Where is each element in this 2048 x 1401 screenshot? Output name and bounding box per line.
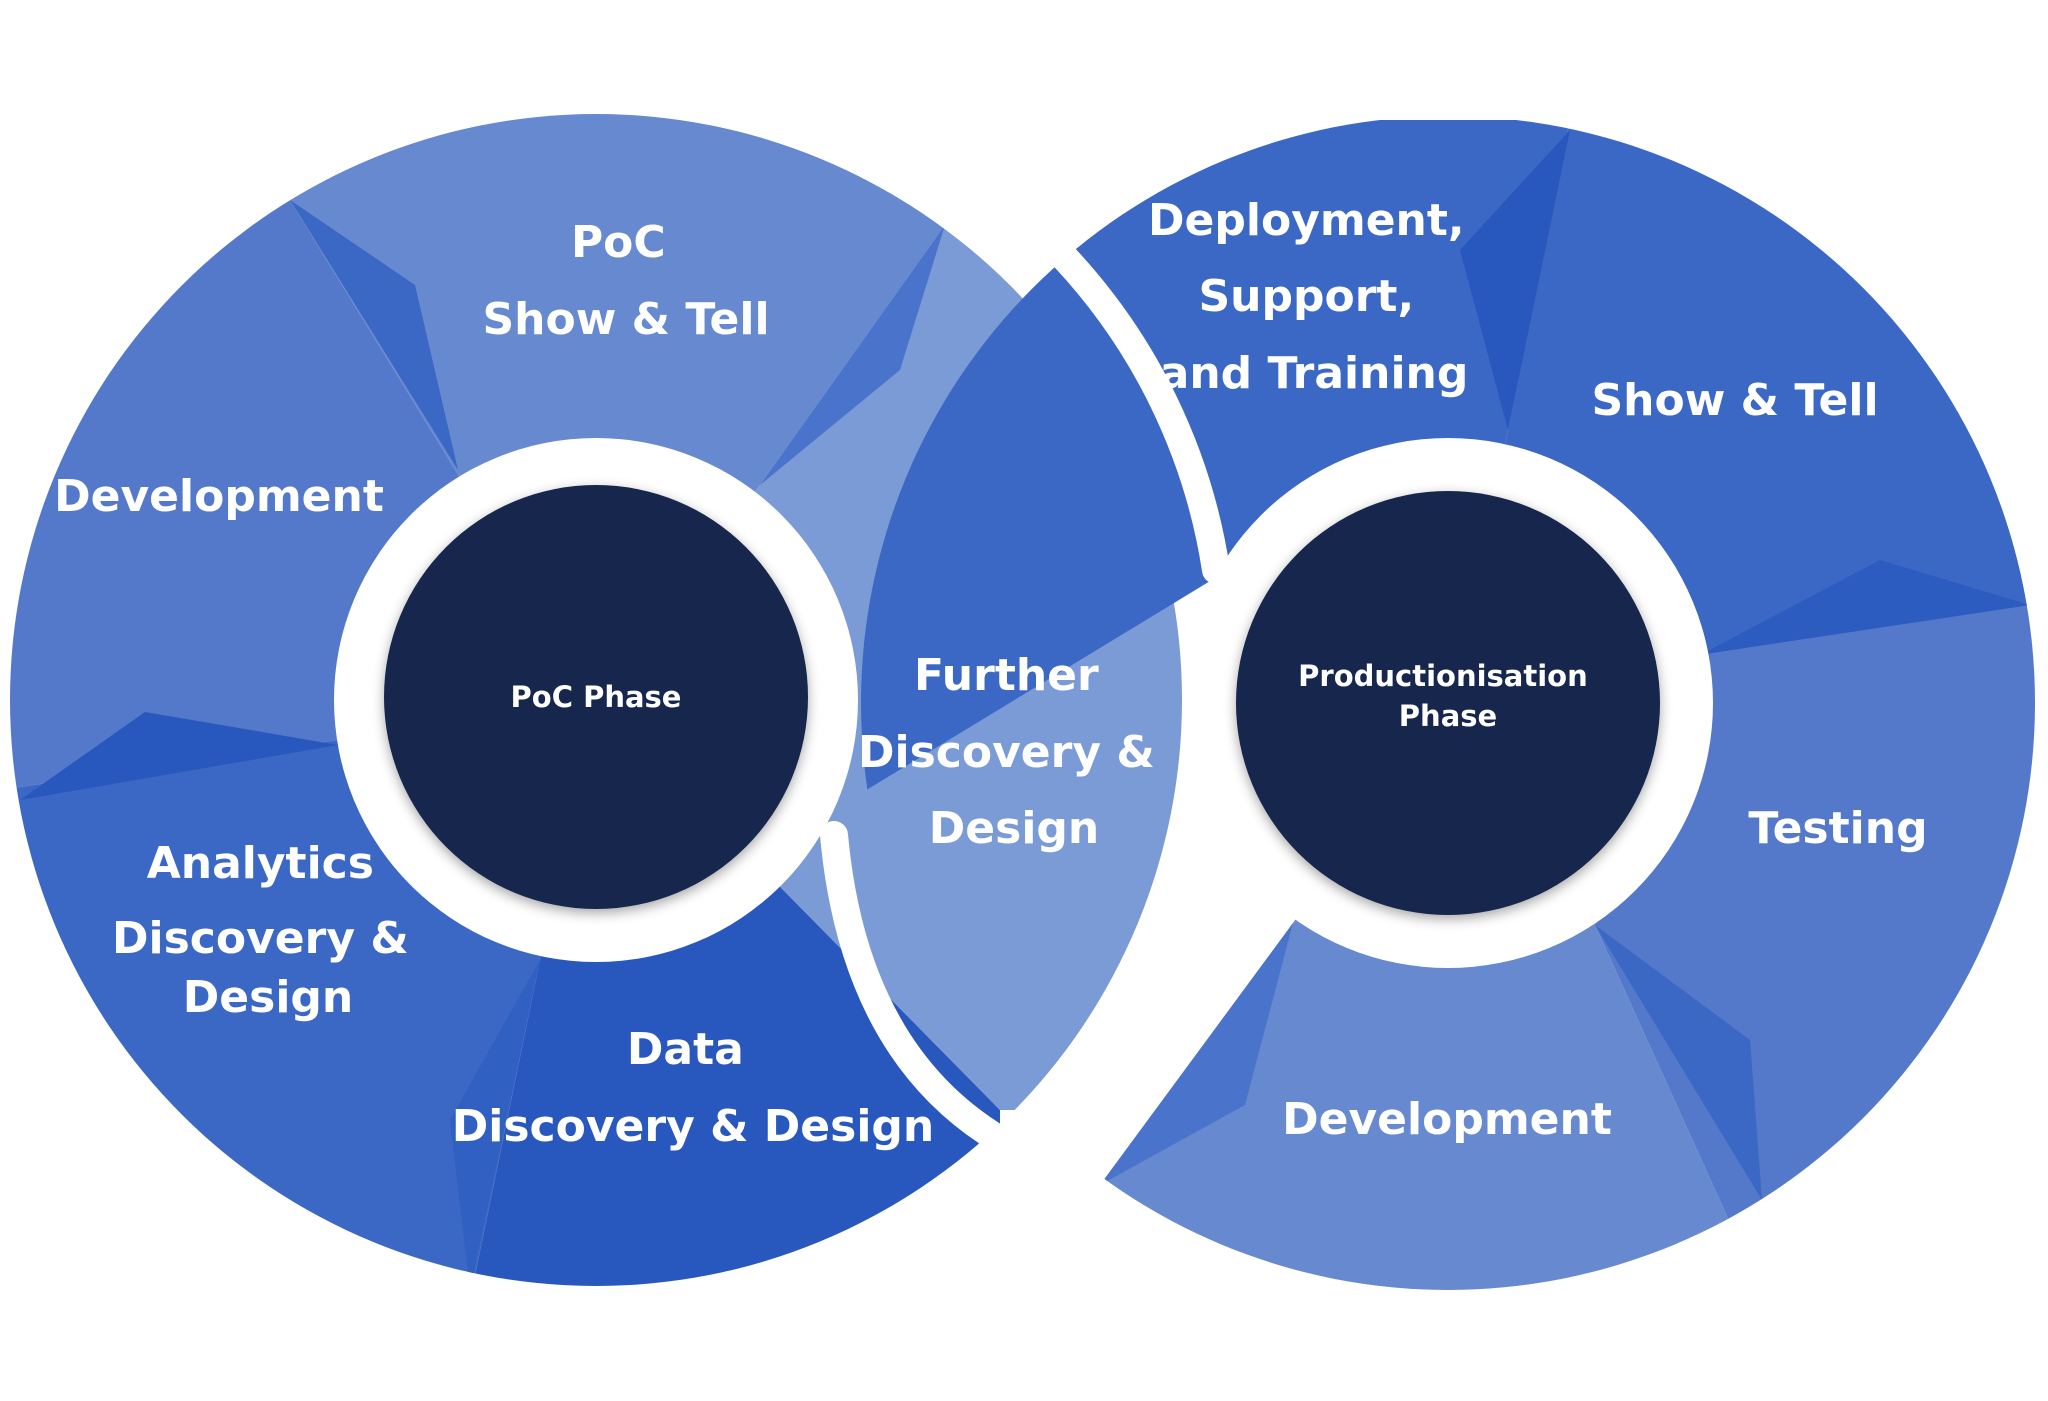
label-line: Support,	[1198, 271, 1414, 322]
label-line: and Training	[1160, 348, 1469, 399]
label-prod-show-tell: Show & Tell	[1591, 375, 1878, 426]
poc-hub	[384, 485, 808, 909]
label-analytics-discovery: Analytics Discovery & Design	[112, 838, 424, 1023]
label-line: Development	[54, 471, 384, 522]
label-line: Show & Tell	[1591, 375, 1878, 426]
accent-shard	[1700, 560, 2030, 655]
label-prod-development: Development	[1282, 1094, 1612, 1145]
label-poc-show-tell: PoC Show & Tell	[482, 217, 769, 345]
poc-phase-label: PoC Phase	[511, 680, 682, 714]
label-line: Design	[929, 803, 1099, 854]
label-line: Development	[1282, 1094, 1612, 1145]
label-line: Discovery &	[858, 727, 1155, 778]
label-line: Data	[627, 1024, 744, 1075]
label-poc-development: Development	[54, 471, 384, 522]
accent-shard	[20, 712, 338, 800]
label-testing: Testing	[1748, 803, 1927, 854]
label-line: Discovery & Design	[452, 1101, 934, 1152]
label-line: Testing	[1748, 803, 1927, 854]
accent-shard	[1460, 130, 1570, 430]
label-further-discovery: Further Discovery & Design	[858, 650, 1170, 854]
accent-shard	[1100, 923, 1293, 1185]
segment-prod-development	[1100, 703, 1765, 1290]
accent-shard	[760, 225, 945, 485]
production-phase-line: Phase	[1399, 699, 1497, 733]
label-line: Further	[914, 650, 1099, 701]
label-line: Discovery &	[112, 913, 409, 964]
accent-shard	[450, 960, 540, 1286]
production-hub	[1236, 491, 1660, 915]
segment-poc-show-tell	[290, 114, 945, 700]
production-phase-label: Productionisation Phase	[1298, 659, 1598, 733]
label-data-discovery: Data Discovery & Design	[452, 1024, 934, 1152]
accent-shard	[1595, 925, 1762, 1200]
label-line: Analytics	[147, 838, 374, 889]
label-line: PoC	[571, 217, 666, 268]
label-line: Design	[183, 972, 353, 1023]
separator-upper	[1051, 244, 1230, 584]
label-line: Show & Tell	[482, 294, 769, 345]
production-phase-line: Productionisation	[1298, 659, 1588, 693]
label-line: Deployment,	[1148, 195, 1465, 246]
separator-lower	[820, 821, 1014, 1154]
label-deployment-support: Deployment, Support, and Training	[1148, 195, 1480, 399]
accent-shard	[290, 200, 458, 470]
